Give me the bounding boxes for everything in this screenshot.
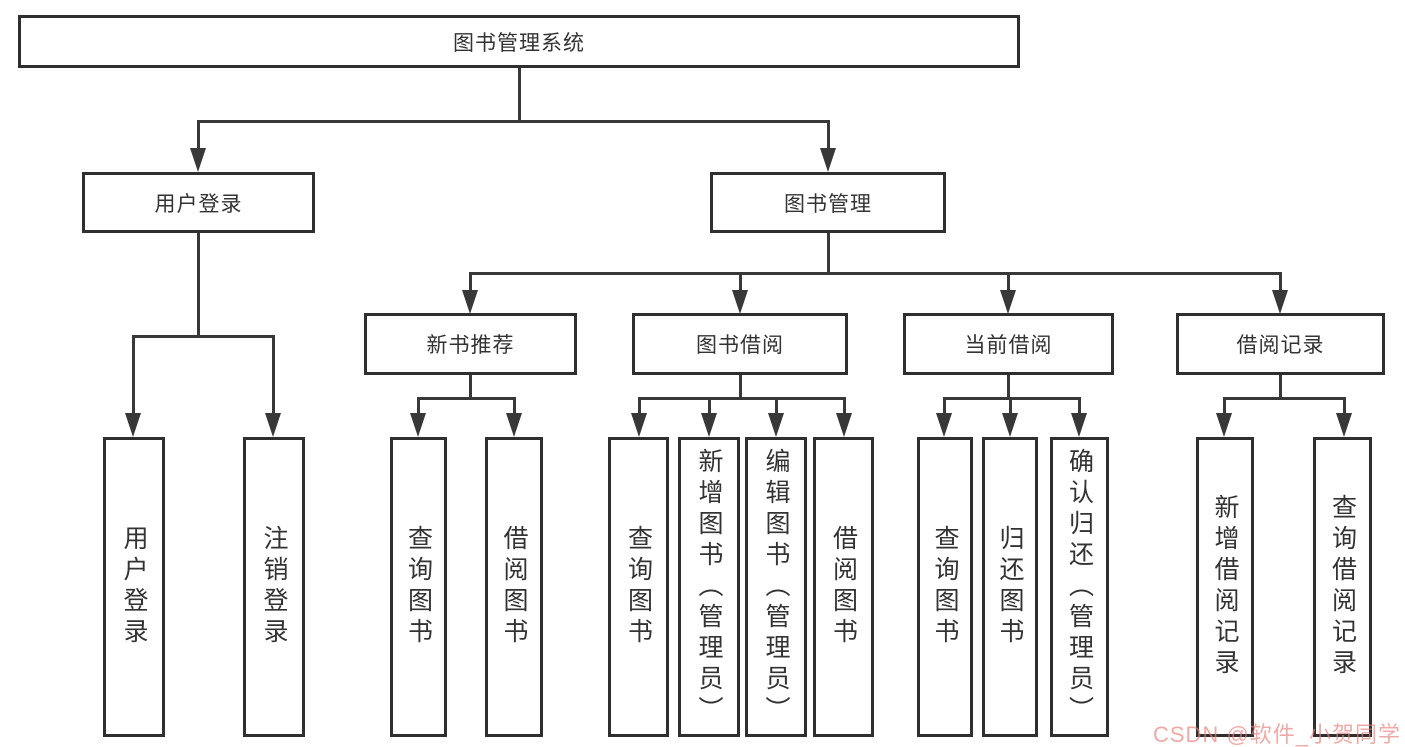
node-borrow-records: 借阅记录 <box>1176 313 1385 375</box>
arrow-down-icon <box>1336 413 1352 437</box>
node-book-management-system: 图书管理系统 <box>18 15 1020 68</box>
node-label: 当前借阅 <box>964 334 1053 357</box>
node-label: 图书借阅 <box>696 334 784 357</box>
connector-line <box>518 68 521 120</box>
node-book-borrowing: 图书借阅 <box>632 313 848 375</box>
leaf-edit-books-admin: 编辑图书（管理员） <box>745 437 807 737</box>
node-book-management: 图书管理 <box>710 172 946 233</box>
node-label: 用户登录 <box>154 192 243 216</box>
leaf-user-login: 用户登录 <box>103 437 165 737</box>
arrow-down-icon <box>732 290 748 314</box>
node-current-borrowing: 当前借阅 <box>903 313 1114 375</box>
node-label: 查询图书 <box>624 525 653 649</box>
connector-line <box>469 272 1281 275</box>
arrow-down-icon <box>1216 413 1232 437</box>
connector-line <box>417 397 420 417</box>
node-label: 确认归还（管理员） <box>1065 447 1094 727</box>
connector-line <box>1343 397 1346 417</box>
leaf-borrow-books: 借阅图书 <box>813 437 874 737</box>
node-label: 新书推荐 <box>426 334 515 357</box>
connector-line <box>197 232 200 336</box>
leaf-return-books: 归还图书 <box>982 437 1038 737</box>
arrow-down-icon <box>462 290 478 314</box>
arrow-down-icon <box>701 413 717 437</box>
leaf-confirm-return-admin: 确认归还（管理员） <box>1050 437 1109 737</box>
arrow-down-icon <box>1000 290 1016 314</box>
node-label: 查询图书 <box>404 525 433 649</box>
arrow-down-icon <box>1071 413 1087 437</box>
connector-line <box>1007 374 1010 400</box>
connector-line <box>775 397 778 417</box>
connector-line <box>1007 272 1010 294</box>
connector-line <box>739 272 742 294</box>
connector-line <box>1009 397 1012 417</box>
connector-line <box>843 397 846 417</box>
arrow-down-icon <box>506 413 522 437</box>
node-label: 借阅图书 <box>500 525 528 649</box>
connector-line <box>197 120 200 152</box>
arrow-down-icon <box>768 413 784 437</box>
arrow-down-icon <box>631 413 647 437</box>
arrow-down-icon <box>125 413 141 437</box>
node-label: 新增借阅记录 <box>1211 494 1239 680</box>
connector-line <box>197 120 829 123</box>
connector-line <box>272 335 275 417</box>
connector-line <box>513 397 516 417</box>
leaf-logout: 注销登录 <box>243 437 305 737</box>
connector-line <box>638 397 845 400</box>
node-label: 编辑图书（管理员） <box>762 447 790 727</box>
node-label: 查询图书 <box>931 525 959 649</box>
leaf-query-books-recommend: 查询图书 <box>390 437 447 737</box>
connector-line <box>469 272 472 294</box>
node-label: 借阅记录 <box>1236 334 1325 357</box>
arrow-down-icon <box>190 148 206 172</box>
node-label: 查询借阅记录 <box>1328 494 1357 680</box>
connector-line <box>739 373 742 400</box>
node-label: 图书管理 <box>784 192 872 216</box>
node-label: 用户登录 <box>120 525 148 649</box>
node-new-book-recommend: 新书推荐 <box>364 313 577 375</box>
connector-line <box>132 335 135 417</box>
node-label: 借阅图书 <box>829 525 858 649</box>
leaf-query-borrow-record: 查询借阅记录 <box>1313 437 1372 737</box>
node-label: 归还图书 <box>996 525 1024 649</box>
connector-line <box>1279 272 1282 294</box>
connector-line <box>1279 374 1282 400</box>
connector-line <box>943 397 946 417</box>
leaf-add-books-admin: 新增图书（管理员） <box>678 437 740 737</box>
leaf-add-borrow-record: 新增借阅记录 <box>1196 437 1254 737</box>
leaf-query-books-current: 查询图书 <box>917 437 973 737</box>
arrow-down-icon <box>820 148 836 172</box>
connector-line <box>827 232 830 274</box>
connector-line <box>417 397 515 400</box>
arrow-down-icon <box>1272 290 1288 314</box>
arrow-down-icon <box>836 413 852 437</box>
arrow-down-icon <box>265 413 281 437</box>
leaf-borrow-books-recommend: 借阅图书 <box>485 437 543 737</box>
connector-line <box>827 120 830 152</box>
node-user-login: 用户登录 <box>82 172 315 233</box>
arrow-down-icon <box>936 413 952 437</box>
connector-line <box>1078 397 1081 417</box>
connector-line <box>1223 397 1226 417</box>
arrow-down-icon <box>1002 413 1018 437</box>
csdn-watermark: CSDN @软件_小贺同学 <box>1152 722 1401 747</box>
leaf-query-books-borrowing: 查询图书 <box>608 437 669 737</box>
node-label: 注销登录 <box>260 525 288 649</box>
arrow-down-icon <box>410 413 426 437</box>
connector-line <box>708 397 711 417</box>
connector-line <box>638 397 641 417</box>
node-label: 新增图书（管理员） <box>695 447 723 727</box>
connector-line <box>469 374 472 400</box>
connector-line <box>132 335 274 338</box>
node-label: 图书管理系统 <box>453 31 585 55</box>
connector-line <box>1223 397 1345 400</box>
